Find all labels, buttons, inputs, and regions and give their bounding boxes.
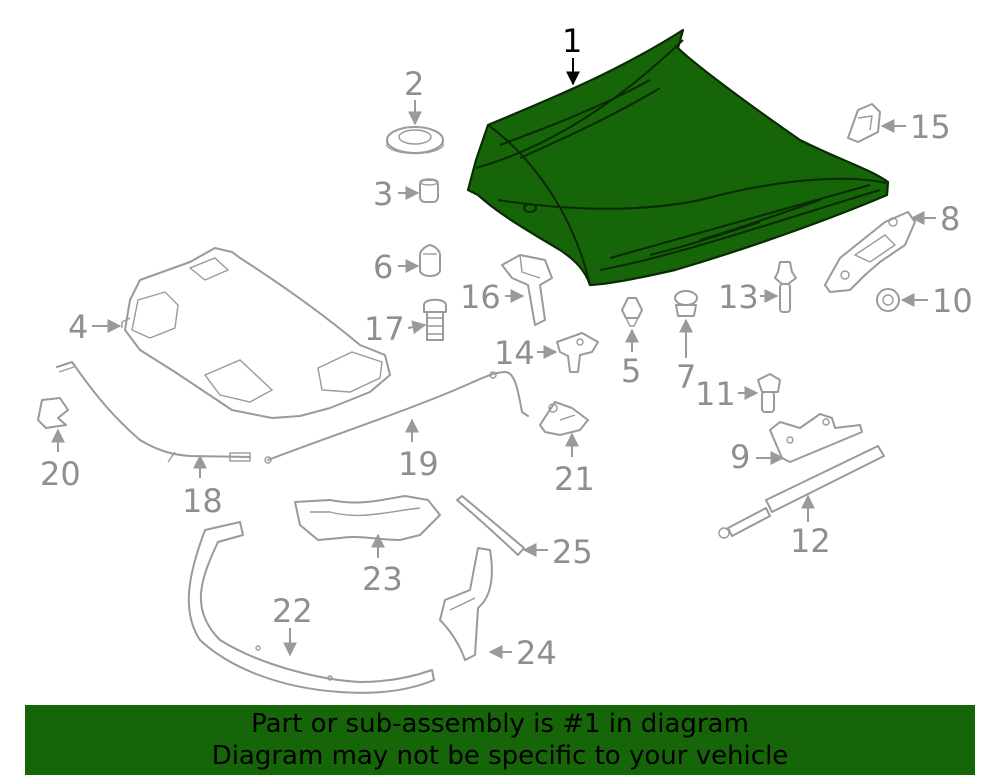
part-14-bracket[interactable] [556,332,599,373]
callout-15: 15 [910,108,951,146]
part-2-grommet[interactable] [386,126,444,155]
callout-11: 11 [695,375,736,413]
callout-14: 14 [494,334,535,372]
callout-12: 12 [790,522,831,560]
callout-1: 1 [562,22,582,60]
callout-6: 6 [373,248,393,286]
part-17-clip[interactable] [423,298,447,341]
callout-21: 21 [554,460,595,498]
callout-2: 2 [404,65,424,103]
part-5-clip[interactable] [621,297,643,327]
part-16-bracket[interactable] [501,254,553,326]
part-6-bumper[interactable] [419,244,441,277]
callout-8: 8 [940,200,960,238]
part-18-cable[interactable] [56,361,251,463]
part-23-seal[interactable] [294,495,441,541]
callout-13: 13 [718,278,759,316]
leader-17 [407,320,427,335]
callout-20: 20 [40,455,81,493]
part-3-plug[interactable] [419,178,439,203]
part-8-hinge[interactable] [824,211,916,293]
part-13-stud[interactable] [774,261,797,313]
callout-23: 23 [362,560,403,598]
part-11-bolt[interactable] [757,373,781,413]
callout-22: 22 [272,592,313,630]
part-7-bumper[interactable] [674,290,698,317]
callout-4: 4 [68,308,88,346]
part-21-latch[interactable] [539,401,589,436]
callout-25: 25 [552,533,593,571]
callout-17: 17 [364,310,405,348]
part-19-cable[interactable] [264,371,529,464]
callout-3: 3 [373,175,393,213]
part-15-bracket[interactable] [847,103,881,143]
callout-labels: 1 2 3 6 17 4 16 14 5 7 13 15 8 10 11 9 1… [40,22,973,672]
part-24-seal[interactable] [439,547,493,661]
leader-lines [51,58,936,659]
part-22-seal[interactable] [187,521,435,694]
callout-16: 16 [460,278,501,316]
part-10-nut[interactable] [876,288,900,312]
callout-18: 18 [182,482,223,520]
callout-9: 9 [730,438,750,476]
banner-line-2: Diagram may not be specific to your vehi… [211,741,789,771]
part-12-strut[interactable] [718,445,885,539]
banner-line-1: Part or sub-assembly is #1 in diagram [251,709,749,739]
hood-part-1[interactable] [466,28,890,287]
part-25-strip[interactable] [456,495,525,556]
info-banner: Part or sub-assembly is #1 in diagram Di… [25,705,975,775]
part-4-insulator[interactable] [121,247,391,419]
callout-5: 5 [621,352,641,390]
callout-7: 7 [676,358,696,396]
callout-10: 10 [932,282,973,320]
callout-24: 24 [516,634,557,672]
part-9-bracket[interactable] [769,413,863,463]
part-20-clip[interactable] [37,397,69,429]
callout-19: 19 [398,445,439,483]
